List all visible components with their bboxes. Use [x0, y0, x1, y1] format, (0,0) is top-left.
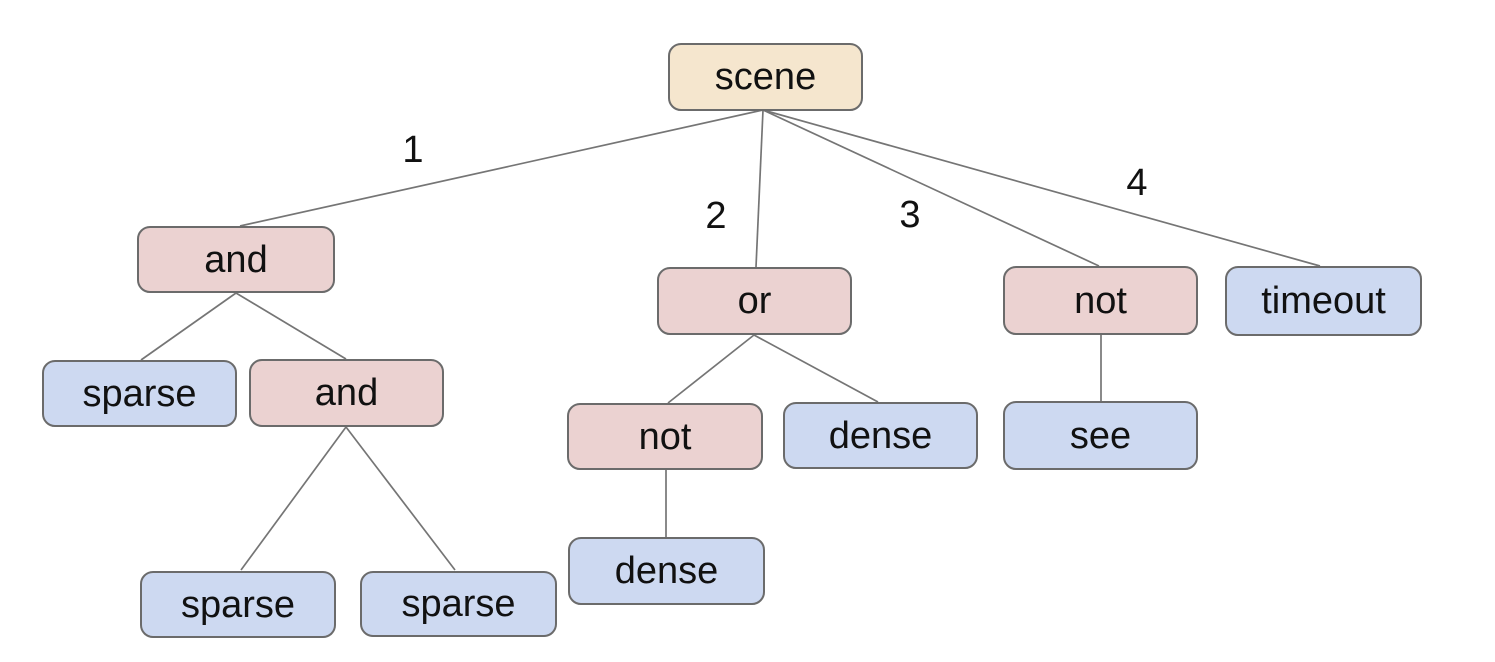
- edge-line-or-not-2: [667, 334, 755, 404]
- edge-line-and-1-sparse-1: [140, 292, 237, 361]
- edge-label-2: 2: [705, 195, 726, 237]
- node-not-1-label: not: [1074, 279, 1127, 322]
- edge-line-scene-and-1: [239, 109, 764, 227]
- edge-line-and-1-and-2: [235, 292, 347, 360]
- node-not-1: not: [1003, 266, 1198, 335]
- node-not-2: not: [567, 403, 763, 470]
- node-timeout: timeout: [1225, 266, 1422, 336]
- edge-line-and-2-sparse-3: [345, 426, 456, 571]
- edge-line-or-dense-1: [753, 334, 879, 403]
- edge-line-and-2-sparse-2: [240, 426, 347, 571]
- node-sparse-2: sparse: [140, 571, 336, 638]
- node-dense-2-label: dense: [614, 550, 719, 592]
- node-or-label: or: [737, 280, 772, 322]
- node-see-label: see: [1069, 414, 1132, 457]
- node-sparse-3-label: sparse: [401, 583, 516, 625]
- node-scene-label: scene: [714, 56, 817, 98]
- edge-label-1: 1: [402, 129, 423, 171]
- edge-label-3: 3: [899, 194, 920, 236]
- edge-line-scene-timeout: [762, 109, 1321, 267]
- node-sparse-1: sparse: [42, 360, 237, 427]
- node-and-2: and: [249, 359, 444, 427]
- node-dense-2: dense: [568, 537, 765, 605]
- node-timeout-label: timeout: [1261, 280, 1386, 322]
- node-dense-1: dense: [783, 402, 978, 469]
- node-sparse-2-label: sparse: [180, 583, 296, 626]
- node-not-2-label: not: [638, 415, 692, 458]
- node-see: see: [1003, 401, 1198, 470]
- edge-line-scene-or: [755, 109, 764, 268]
- edge-label-4: 4: [1126, 162, 1147, 204]
- node-or: or: [657, 267, 852, 335]
- node-and-1: and: [137, 226, 335, 293]
- node-sparse-3: sparse: [360, 571, 557, 637]
- node-scene: scene: [668, 43, 863, 111]
- node-sparse-1-label: sparse: [82, 372, 197, 415]
- edge-line-scene-not-1: [762, 109, 1100, 267]
- node-and-2-label: and: [314, 372, 379, 414]
- node-dense-1-label: dense: [828, 414, 933, 457]
- node-and-1-label: and: [204, 238, 268, 281]
